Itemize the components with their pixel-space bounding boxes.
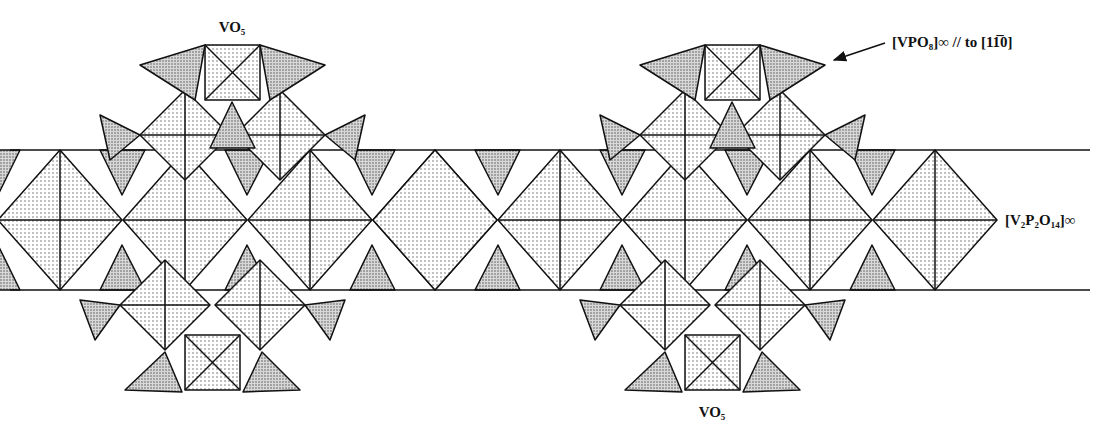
chain-label: [VPO₈]∞ // to [11̅0] bbox=[890, 33, 1015, 51]
polyhedron-label: VO₅ bbox=[217, 18, 248, 36]
polyhedron-label: VO₅ bbox=[697, 403, 728, 421]
leader-arrow bbox=[834, 43, 885, 60]
chain-label: [V₂P₂O₁₄]∞ bbox=[1003, 211, 1077, 229]
chain-polyhedra bbox=[80, 45, 865, 392]
